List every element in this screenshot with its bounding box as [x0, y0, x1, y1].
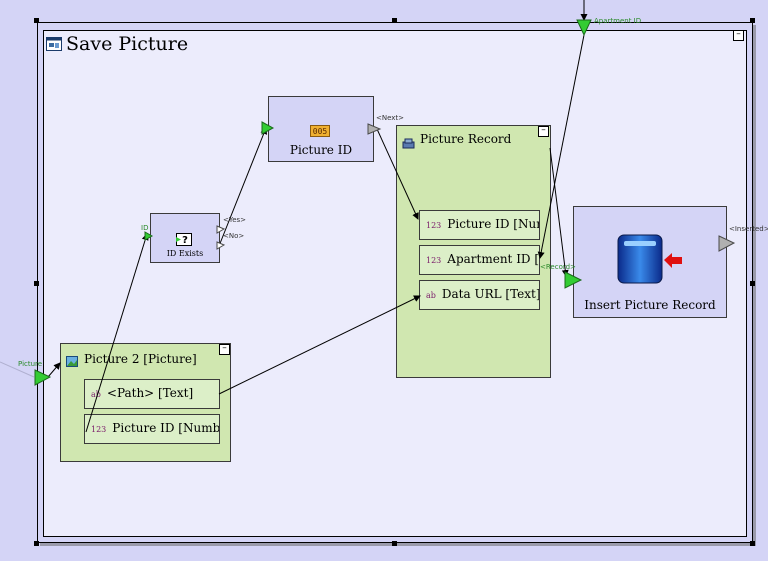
picture2-title: Picture 2 [Picture]	[84, 352, 197, 366]
id-exists-label: ID Exists	[166, 249, 204, 258]
apartment-id-input-label: Apartment ID	[594, 17, 642, 25]
text-type-icon: ab	[426, 291, 436, 300]
picture-icon	[66, 352, 78, 367]
next-to-record-wire	[376, 128, 419, 220]
field-label: Picture ID [Number]	[447, 217, 539, 231]
picture-input-label: Picture	[18, 360, 43, 368]
no-to-picture-id-wire	[218, 127, 268, 247]
resize-handle[interactable]	[34, 18, 39, 23]
apartment-id-wire	[537, 34, 585, 259]
inserted-port-label: <Inserted>	[729, 225, 768, 233]
counter-icon: 005	[310, 122, 330, 137]
collapse-button[interactable]: –	[538, 126, 549, 137]
resize-handle[interactable]	[750, 281, 755, 286]
svg-text:?: ?	[182, 235, 188, 246]
picture2-field-picture-id[interactable]: 123 Picture ID [Number]	[84, 414, 220, 444]
resize-handle[interactable]	[34, 281, 39, 286]
inserted-out-port[interactable]	[718, 235, 736, 252]
id-in-port[interactable]	[144, 231, 154, 241]
diagram-title: Save Picture	[66, 33, 189, 55]
id-exists-node[interactable]: ? ID Exists	[150, 213, 220, 263]
collapse-button[interactable]: –	[733, 30, 744, 41]
picture-id-node[interactable]: 005 Picture ID	[268, 96, 374, 162]
field-label: Apartment ID [Number]	[447, 252, 540, 266]
record-to-insert-wire	[549, 147, 569, 277]
picture-id-label: Picture ID	[289, 143, 353, 157]
next-out-port[interactable]	[367, 123, 382, 135]
path-to-url-wire	[218, 295, 421, 395]
insert-picture-record-label: Insert Picture Record	[584, 298, 716, 312]
database-insert-icon	[616, 233, 686, 285]
next-port-label: <Next>	[376, 114, 405, 122]
record-icon	[402, 134, 415, 149]
yes-out-port[interactable]	[216, 225, 226, 234]
apartment-id-port[interactable]	[576, 19, 592, 37]
record-field-apartment-id[interactable]: 123 Apartment ID [Number]	[419, 245, 540, 275]
record-field-data-url[interactable]: ab Data URL [Text]	[419, 280, 540, 310]
number-type-icon: 123	[426, 221, 442, 230]
text-type-icon: ab	[91, 390, 101, 399]
id-port-label: ID	[141, 224, 149, 232]
picture-id-to-exists-wire	[85, 233, 149, 433]
resize-handle[interactable]	[750, 541, 755, 546]
picture-input-port[interactable]	[34, 369, 52, 386]
resize-handle[interactable]	[392, 541, 397, 546]
number-type-icon: 123	[426, 256, 442, 265]
picture-feed-wire	[0, 361, 35, 378]
record-port-label: <Record>	[540, 263, 576, 271]
picture-id-in-port[interactable]	[261, 121, 275, 135]
picture-input-wire	[47, 362, 61, 378]
collapse-button[interactable]: –	[219, 344, 230, 355]
number-type-icon: 123	[91, 425, 107, 434]
frame-icon	[46, 36, 62, 51]
svg-text:005: 005	[313, 127, 328, 136]
field-label: Picture ID [Number]	[112, 421, 220, 435]
insert-picture-record-node[interactable]: Insert Picture Record	[573, 206, 727, 318]
field-label: Data URL [Text]	[441, 287, 540, 301]
no-out-port[interactable]	[216, 241, 226, 250]
picture2-field-path[interactable]: ab <Path> [Text]	[84, 379, 220, 409]
resize-handle[interactable]	[34, 541, 39, 546]
record-field-picture-id[interactable]: 123 Picture ID [Number]	[419, 210, 540, 240]
record-in-port[interactable]	[564, 271, 583, 289]
field-label: <Path> [Text]	[106, 386, 194, 400]
resize-handle[interactable]	[392, 18, 397, 23]
no-port-label: <No>	[223, 232, 245, 240]
resize-handle[interactable]	[750, 18, 755, 23]
yes-port-label: <Yes>	[223, 216, 247, 224]
conditional-icon: ?	[176, 231, 192, 246]
picture-record-title: Picture Record	[420, 132, 512, 146]
